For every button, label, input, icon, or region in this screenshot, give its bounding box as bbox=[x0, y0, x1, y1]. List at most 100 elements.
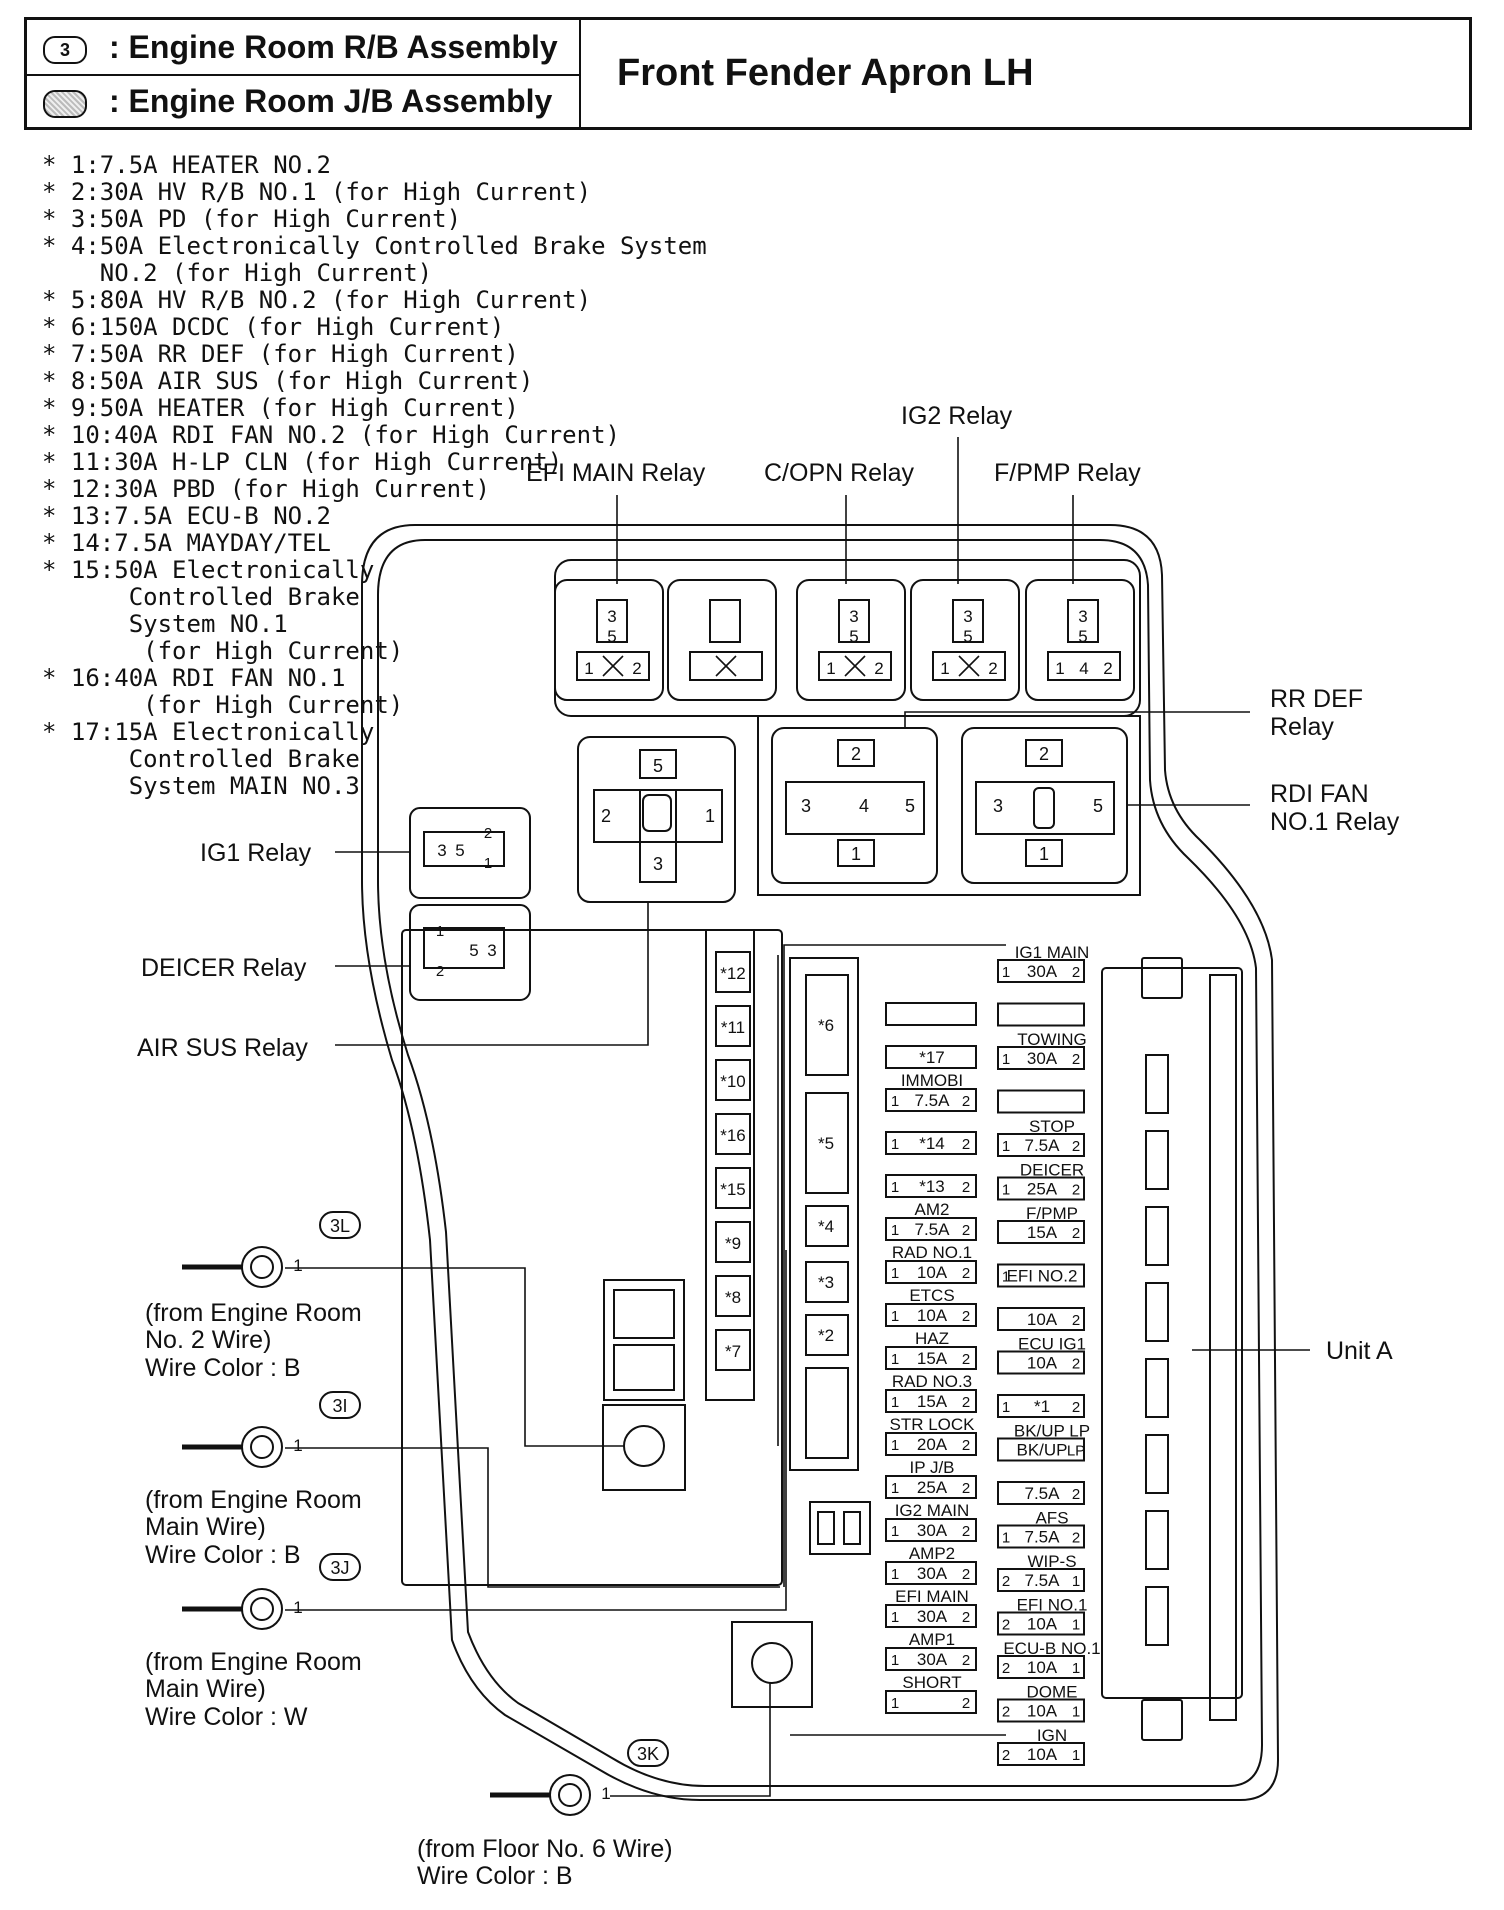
relay-efi-main-pin-5: 5 bbox=[607, 627, 616, 646]
mid-fuse-left-13: 1 bbox=[891, 1566, 899, 1583]
right-fuse-right-6: 2 bbox=[1072, 1225, 1080, 1242]
mid-fuse-name-15: AMP1 bbox=[909, 1630, 955, 1649]
right-fuse-2 bbox=[997, 1046, 1085, 1070]
relay-ig2-pin-3: 3 bbox=[963, 607, 972, 626]
mid-fuse-10 bbox=[885, 1432, 977, 1456]
right-fuse-left-7: 1 bbox=[1002, 1269, 1010, 1286]
right-fuse-amp-11: BK/UP bbox=[1016, 1441, 1067, 1460]
right-fuse-amp-15: 10A bbox=[1027, 1615, 1058, 1634]
mid-fuse-right-16: 2 bbox=[962, 1695, 970, 1712]
unit-a-body bbox=[1101, 967, 1243, 1699]
relay-f-pmp-pin-1: 1 bbox=[1055, 659, 1064, 678]
right-fuse-amp-8: 10A bbox=[1027, 1310, 1058, 1329]
mid-fuse-amp-7: 10A bbox=[917, 1306, 948, 1325]
mid-fuse-right-12: 2 bbox=[962, 1523, 970, 1540]
relay-ig1-pin-2: 2 bbox=[484, 825, 492, 842]
right-fuse-amp-6: 15A bbox=[1027, 1223, 1058, 1242]
hc-fuse-9 bbox=[715, 1221, 751, 1263]
mid-fuse-name-13: AMP2 bbox=[909, 1544, 955, 1563]
relay-efi-main-frame bbox=[554, 579, 664, 701]
right-fuse-1 bbox=[997, 1002, 1085, 1027]
right-fuse-15 bbox=[997, 1611, 1085, 1636]
right-fuse-name-2: TOWING bbox=[1017, 1030, 1087, 1049]
mid-fuse-left-14: 1 bbox=[891, 1609, 899, 1626]
terminal-3I-ring-icon bbox=[241, 1426, 283, 1468]
hc-fuse-column-left bbox=[705, 929, 755, 1401]
mid-fuse-amp-6: 10A bbox=[917, 1263, 948, 1282]
right-fuse-18 bbox=[997, 1742, 1085, 1766]
right-fuse-left-13: 1 bbox=[1002, 1530, 1010, 1547]
wire-3K bbox=[610, 1683, 771, 1797]
relay-air-sus-cross bbox=[593, 789, 723, 843]
hc-fuse-5 bbox=[805, 1092, 849, 1194]
relay-deicer-pin-3: 3 bbox=[487, 941, 496, 960]
relay-f-pmp-pin-2: 2 bbox=[1103, 659, 1112, 678]
mid-fuse-right-10: 2 bbox=[962, 1437, 970, 1454]
relay-rdi-fan-pin-1: 1 bbox=[1039, 844, 1049, 864]
unit-a-slot-6 bbox=[1145, 1510, 1169, 1570]
mid-fuse-7 bbox=[885, 1303, 977, 1327]
right-fuse-amp-17: 10A bbox=[1027, 1702, 1058, 1721]
right-fuse-right-17: 1 bbox=[1072, 1704, 1080, 1721]
relay-rr-def-frame bbox=[771, 727, 938, 884]
relay-f-pmp-frame bbox=[1025, 579, 1135, 701]
relay-ig2-pin-2: 2 bbox=[988, 659, 997, 678]
mid-fuse-right-2: 2 bbox=[962, 1093, 970, 1110]
right-fuse-16 bbox=[997, 1655, 1085, 1679]
label-rr-def-relay: RR DEF Relay bbox=[1270, 685, 1364, 741]
terminal-3J-pin: 1 bbox=[293, 1598, 302, 1617]
relay-unlabeled-pin-row bbox=[689, 651, 763, 681]
mid-fuse-left-4: 1 bbox=[891, 1179, 899, 1196]
right-fuse-name-15: EFI NO.1 bbox=[1017, 1596, 1088, 1615]
right-fuse-10 bbox=[997, 1394, 1085, 1418]
right-fuse-left-10: 1 bbox=[1002, 1399, 1010, 1416]
relay-air-sus-pin-2: 2 bbox=[601, 806, 611, 826]
mid-fuse-name-14: EFI MAIN bbox=[895, 1587, 969, 1606]
right-fuse-name-14: WIP-S bbox=[1027, 1552, 1076, 1571]
mid-fuse-amp-2: 7.5A bbox=[915, 1091, 951, 1110]
right-fuse-left-17: 2 bbox=[1002, 1704, 1010, 1721]
mid-fuse-0 bbox=[885, 1002, 977, 1026]
leader-rr-def bbox=[904, 711, 1250, 728]
right-fuse-name-6: F/PMP bbox=[1026, 1204, 1078, 1223]
unit-a-tab-bottom bbox=[1141, 1699, 1183, 1741]
terminal-3i-source: (from Engine Room Main Wire) bbox=[145, 1486, 362, 1541]
hc-fuse-4 bbox=[805, 1205, 849, 1247]
label-c-opn-relay: C/OPN Relay bbox=[764, 459, 915, 487]
relay-ig1-frame bbox=[409, 807, 531, 899]
relay-tray-middle bbox=[757, 715, 1141, 896]
mid-fuse-right-8: 2 bbox=[962, 1351, 970, 1368]
right-fuse-14 bbox=[997, 1568, 1085, 1592]
relay-efi-main-pin-2: 2 bbox=[632, 659, 641, 678]
terminal-3J-hole-icon bbox=[250, 1597, 274, 1621]
relay-c-opn-pin-3: 3 bbox=[849, 607, 858, 626]
mid-fuse-right-5: 2 bbox=[962, 1222, 970, 1239]
hc-fuse-8 bbox=[715, 1275, 751, 1317]
relay-ig2-frame bbox=[910, 579, 1020, 701]
terminal-3L-code: 3L bbox=[330, 1216, 350, 1236]
mid-fuse-left-11: 1 bbox=[891, 1480, 899, 1497]
mid-fuse-16 bbox=[885, 1690, 977, 1714]
badge-rb-icon: 3 bbox=[43, 35, 87, 64]
right-fuse-name-9: ECU IG1 bbox=[1018, 1335, 1086, 1354]
relay-deicer-pin-1: 1 bbox=[436, 923, 444, 940]
mid-fuse-15 bbox=[885, 1647, 977, 1671]
relay-deicer-pin-5: 5 bbox=[469, 941, 478, 960]
unit-a-rail bbox=[1209, 974, 1237, 1721]
terminal-3L-pin: 1 bbox=[293, 1256, 302, 1275]
connector-3l-upper bbox=[613, 1289, 675, 1339]
relay-c-opn-frame bbox=[796, 579, 906, 701]
hc-fuse-7 bbox=[715, 1329, 751, 1371]
relay-f-pmp-top-housing bbox=[1067, 599, 1099, 643]
right-fuse-amp-18: 10A bbox=[1027, 1745, 1058, 1764]
header-divider bbox=[579, 20, 581, 127]
relay-f-pmp-pin-3: 3 bbox=[1078, 607, 1087, 626]
relay-rdi-fan-core bbox=[1033, 787, 1055, 829]
mid-fuse-right-11: 2 bbox=[962, 1480, 970, 1497]
right-fuse-amp-10: *1 bbox=[1034, 1397, 1050, 1416]
right-fuse-amp-5: 25A bbox=[1027, 1180, 1058, 1199]
relay-air-sus-frame bbox=[577, 736, 736, 903]
hc-fuse-label-7: *7 bbox=[725, 1342, 741, 1361]
hc-fuse-15 bbox=[715, 1167, 751, 1209]
fuse-block-main bbox=[401, 929, 783, 1586]
